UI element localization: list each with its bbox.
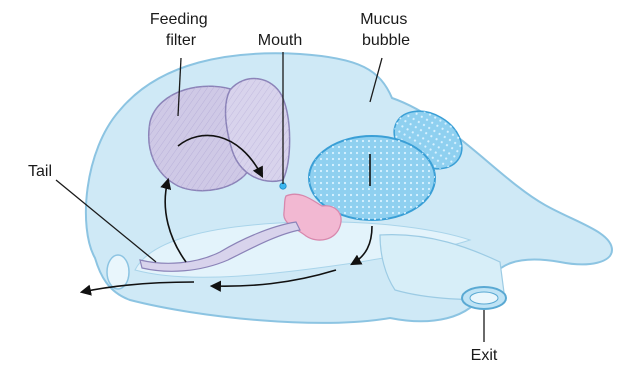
label-exit: Exit (471, 347, 498, 364)
tail-opening (107, 255, 129, 289)
exit-opening-inner (470, 292, 498, 304)
label-feeding-filter: Feeding filter (150, 11, 212, 49)
label-mouth: Mouth (258, 32, 302, 49)
label-tail: Tail (28, 163, 52, 180)
label-mucus-bubble: Mucus bubble (360, 11, 412, 49)
